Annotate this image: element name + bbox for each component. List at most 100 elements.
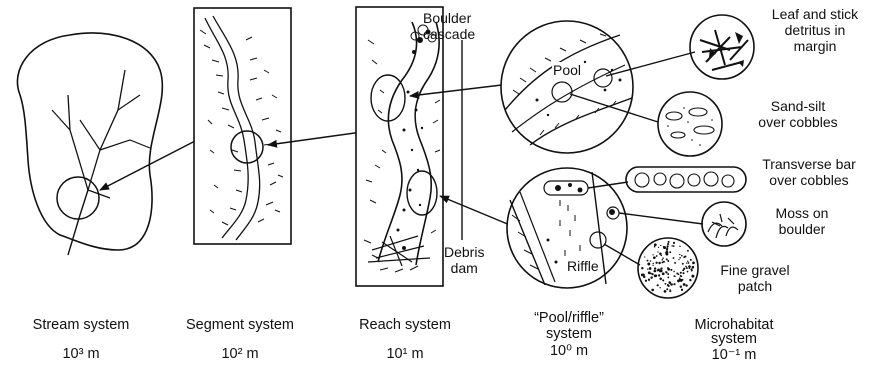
- gravel-dot: [649, 267, 651, 269]
- level-name-microhabitat-line2: system: [711, 331, 757, 348]
- sand-silt-drawing: [658, 92, 722, 156]
- gravel-dot: [673, 242, 675, 244]
- gravel-dot: [673, 271, 675, 273]
- microhabitat-label-leaf-detritus: Leaf and stick detritus in margin: [754, 6, 876, 54]
- level-scale-segment: 10² m: [221, 346, 258, 363]
- riffle-label: Riffle: [566, 258, 600, 274]
- microhabitat-label-moss: Moss on boulder: [754, 205, 850, 237]
- gravel-dot: [655, 262, 657, 264]
- pool-zoom-drawing: [501, 21, 633, 153]
- gravel-dot: [665, 252, 666, 253]
- gravel-dot: [679, 277, 680, 278]
- gravel-dot: [682, 263, 684, 265]
- gravel-dot: [687, 271, 689, 273]
- gravel-dot: [677, 279, 680, 282]
- gravel-dot: [671, 245, 673, 247]
- gravel-dot: [689, 266, 690, 267]
- gravel-dot: [658, 274, 660, 276]
- gravel-dot: [685, 256, 687, 258]
- gravel-dot: [668, 281, 671, 284]
- gravel-dot: [652, 254, 653, 255]
- gravel-dot: [683, 283, 686, 286]
- gravel-dot: [647, 260, 649, 262]
- transverse-bar-drawing: [626, 167, 746, 192]
- gravel-dot: [669, 251, 671, 253]
- gravel-dot: [659, 277, 662, 280]
- gravel-dot: [650, 276, 652, 278]
- gravel-dot: [657, 269, 659, 271]
- gravel-dot: [647, 263, 650, 266]
- gravel-dot: [650, 260, 652, 262]
- gravel-dot: [654, 257, 655, 258]
- gravel-dot: [643, 275, 646, 278]
- gravel-dot: [680, 285, 682, 287]
- gravel-dot: [681, 276, 682, 277]
- gravel-dot: [667, 245, 669, 247]
- gravel-dot: [678, 259, 679, 260]
- level-name-pool-riffle-line2: system: [546, 326, 592, 343]
- gravel-dot: [682, 272, 684, 274]
- gravel-dot: [681, 289, 683, 291]
- gravel-dot: [658, 247, 659, 248]
- gravel-dot: [658, 262, 660, 264]
- boulder-cascade-label: Boulder cascade: [423, 10, 475, 42]
- gravel-dot: [673, 245, 675, 247]
- gravel-dot: [654, 267, 656, 269]
- gravel-dot: [656, 255, 658, 257]
- level-scale-reach: 10¹ m: [386, 346, 423, 363]
- gravel-dot: [679, 246, 680, 247]
- gravel-dot: [688, 262, 690, 264]
- gravel-dot: [660, 269, 663, 272]
- microhabitat-label-fine-gravel: Fine gravel patch: [700, 262, 810, 294]
- gravel-dot: [674, 275, 676, 277]
- level-scale-microhabitat: 10⁻¹ m: [712, 347, 757, 364]
- gravel-dot: [692, 262, 695, 265]
- gravel-dot: [647, 269, 648, 270]
- gravel-dot: [651, 289, 654, 292]
- gravel-dot: [652, 263, 653, 264]
- gravel-dot: [660, 245, 661, 246]
- gravel-dot: [673, 283, 675, 285]
- level-scale-stream: 10³ m: [62, 346, 99, 363]
- level-name-reach: Reach system: [359, 317, 451, 334]
- gravel-dot: [662, 257, 664, 259]
- gravel-dot: [670, 269, 672, 271]
- gravel-dot: [660, 268, 662, 270]
- level-name-stream: Stream system: [33, 317, 130, 334]
- gravel-dot: [667, 273, 669, 275]
- gravel-dot: [670, 284, 671, 285]
- gravel-dot: [660, 287, 661, 288]
- gravel-dot: [692, 266, 695, 269]
- gravel-dot: [654, 275, 657, 278]
- gravel-dot: [667, 267, 669, 269]
- gravel-dot: [665, 271, 666, 272]
- gravel-dot: [687, 261, 688, 262]
- gravel-dot: [648, 271, 651, 274]
- gravel-dot: [682, 279, 684, 281]
- gravel-dot: [644, 256, 645, 257]
- gravel-dot: [679, 257, 681, 259]
- gravel-dot: [666, 247, 668, 249]
- gravel-dot: [662, 272, 665, 275]
- gravel-dot: [690, 259, 692, 261]
- gravel-dot: [681, 255, 683, 257]
- gravel-dot: [691, 275, 694, 278]
- gravel-dot: [665, 283, 667, 285]
- gravel-dot: [657, 251, 658, 252]
- level-scale-pool-riffle: 10⁰ m: [550, 343, 588, 360]
- gravel-dot: [685, 284, 687, 286]
- microhabitat-label-sand-silt: Sand-silt over cobbles: [722, 98, 874, 130]
- gravel-dot: [667, 243, 669, 245]
- gravel-dot: [662, 259, 664, 261]
- gravel-dot: [654, 243, 657, 246]
- gravel-dot: [645, 280, 647, 282]
- gravel-dot: [668, 241, 670, 243]
- gravel-dot: [686, 267, 688, 269]
- gravel-dot: [652, 273, 654, 275]
- arrow-riffle-to-reach: [440, 196, 510, 225]
- gravel-dot: [666, 258, 668, 260]
- leaf-detritus-drawing: [690, 15, 754, 79]
- gravel-dot: [643, 274, 644, 275]
- gravel-dot: [670, 290, 672, 292]
- gravel-dot: [687, 250, 689, 252]
